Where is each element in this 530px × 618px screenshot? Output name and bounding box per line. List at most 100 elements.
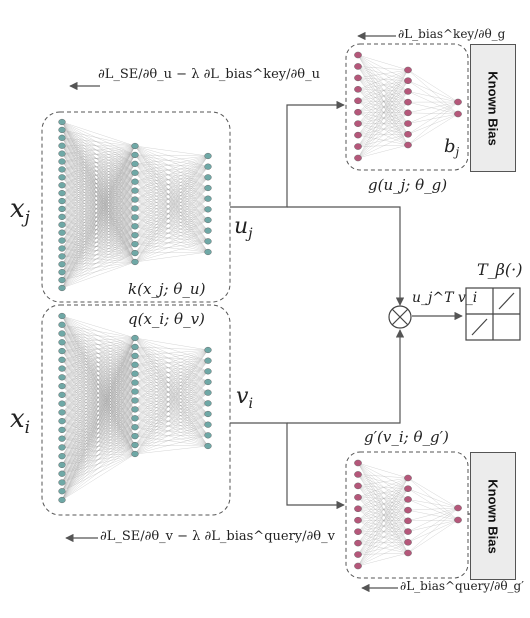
neuron (204, 206, 212, 213)
neuron (204, 421, 212, 428)
neuron (58, 166, 66, 173)
neuron (58, 496, 66, 504)
neuron (454, 110, 462, 118)
neuron (131, 232, 139, 239)
neuron (58, 205, 66, 213)
neuron (131, 214, 139, 221)
neuron (354, 471, 362, 478)
neuron (58, 118, 66, 126)
neuron (131, 361, 139, 368)
neuron (354, 516, 362, 524)
neuron (354, 539, 362, 547)
neuron (58, 261, 66, 268)
neuron (204, 442, 212, 450)
neuron (404, 539, 412, 546)
neuron (404, 141, 412, 149)
neuron (58, 400, 66, 407)
neuron (404, 120, 412, 127)
neuron (404, 66, 412, 74)
neuron (58, 347, 66, 355)
neuron (58, 356, 66, 363)
neuron (131, 187, 139, 194)
arrow-vi-to-product (287, 329, 405, 424)
neuron (204, 410, 212, 418)
gradient-label-top-left: ∂L_SE/∂θ_u − λ ∂L_bias^key/∂θ_u (98, 67, 320, 82)
neuron (404, 506, 412, 514)
gradient-label-bottom-right: ∂L_bias^query/∂θ_g′ (400, 579, 524, 593)
g-function-label: g(u_j; θ_g) (368, 176, 448, 194)
neuron (204, 389, 212, 396)
neuron (58, 461, 66, 469)
neuron (354, 459, 362, 467)
neuron (204, 368, 212, 375)
neuron (131, 151, 139, 159)
neuron (131, 379, 139, 386)
neuron (58, 426, 66, 433)
neuron (58, 142, 66, 149)
neuron (354, 562, 362, 570)
neuron (404, 549, 412, 557)
neuron (454, 98, 462, 106)
neuron (58, 253, 66, 260)
neuron (131, 415, 139, 422)
neuron (58, 150, 66, 157)
neuron (58, 190, 66, 197)
neuron (58, 365, 66, 372)
neuron (204, 432, 212, 439)
v-i-label: vi (236, 384, 254, 412)
neuron (204, 174, 212, 181)
neuron (354, 51, 362, 59)
neuron (131, 406, 139, 413)
query-tower-network (58, 312, 212, 504)
neuron (131, 450, 139, 458)
neuron (58, 158, 66, 165)
neuron (354, 86, 362, 93)
neuron (204, 184, 212, 192)
x-i-label: xi (10, 404, 31, 437)
neuron (131, 205, 139, 212)
neuron (354, 97, 362, 105)
neuron (204, 357, 212, 364)
neuron (58, 197, 66, 205)
b-j-label: bj (444, 136, 460, 160)
neuron (58, 409, 66, 416)
neuron (354, 74, 362, 82)
q-function-label: q(x_i; θ_v) (128, 310, 205, 328)
neuron (58, 174, 66, 181)
gradient-label-bottom-left: ∂L_SE/∂θ_v − λ ∂L_bias^query/∂θ_v (100, 529, 335, 544)
neuron (131, 169, 139, 176)
neuron (131, 142, 139, 150)
neuron (131, 196, 139, 203)
neuron (204, 195, 212, 202)
neuron (58, 418, 66, 425)
transform-grid (465, 287, 521, 341)
key-tower-box (41, 111, 231, 303)
neuron (131, 258, 139, 266)
query-bias-network (354, 459, 462, 570)
known-bias-box-bottom: Known Bias (470, 452, 516, 580)
neuron (58, 374, 66, 381)
network-layer (58, 51, 462, 570)
neuron (131, 241, 139, 248)
product-cross-b (391, 308, 409, 326)
neuron (454, 516, 462, 524)
neuron (58, 312, 66, 320)
neuron (58, 453, 66, 460)
neuron (58, 444, 66, 451)
neuron (131, 249, 139, 257)
neuron (58, 391, 66, 398)
dot-product-label: u_j^T v_i (412, 290, 478, 306)
neuron (404, 88, 412, 95)
neuron (58, 237, 66, 244)
neuron (58, 213, 66, 220)
neuron (354, 494, 362, 501)
neuron (204, 216, 212, 224)
x-j-label: xj (10, 194, 30, 227)
neuron (204, 152, 212, 160)
neuron (354, 108, 362, 116)
neuron (354, 154, 362, 162)
known-bias-label-bottom: Known Bias (485, 478, 501, 554)
query-bias-box (345, 451, 469, 579)
neuron (354, 482, 362, 490)
neuron (354, 131, 362, 139)
